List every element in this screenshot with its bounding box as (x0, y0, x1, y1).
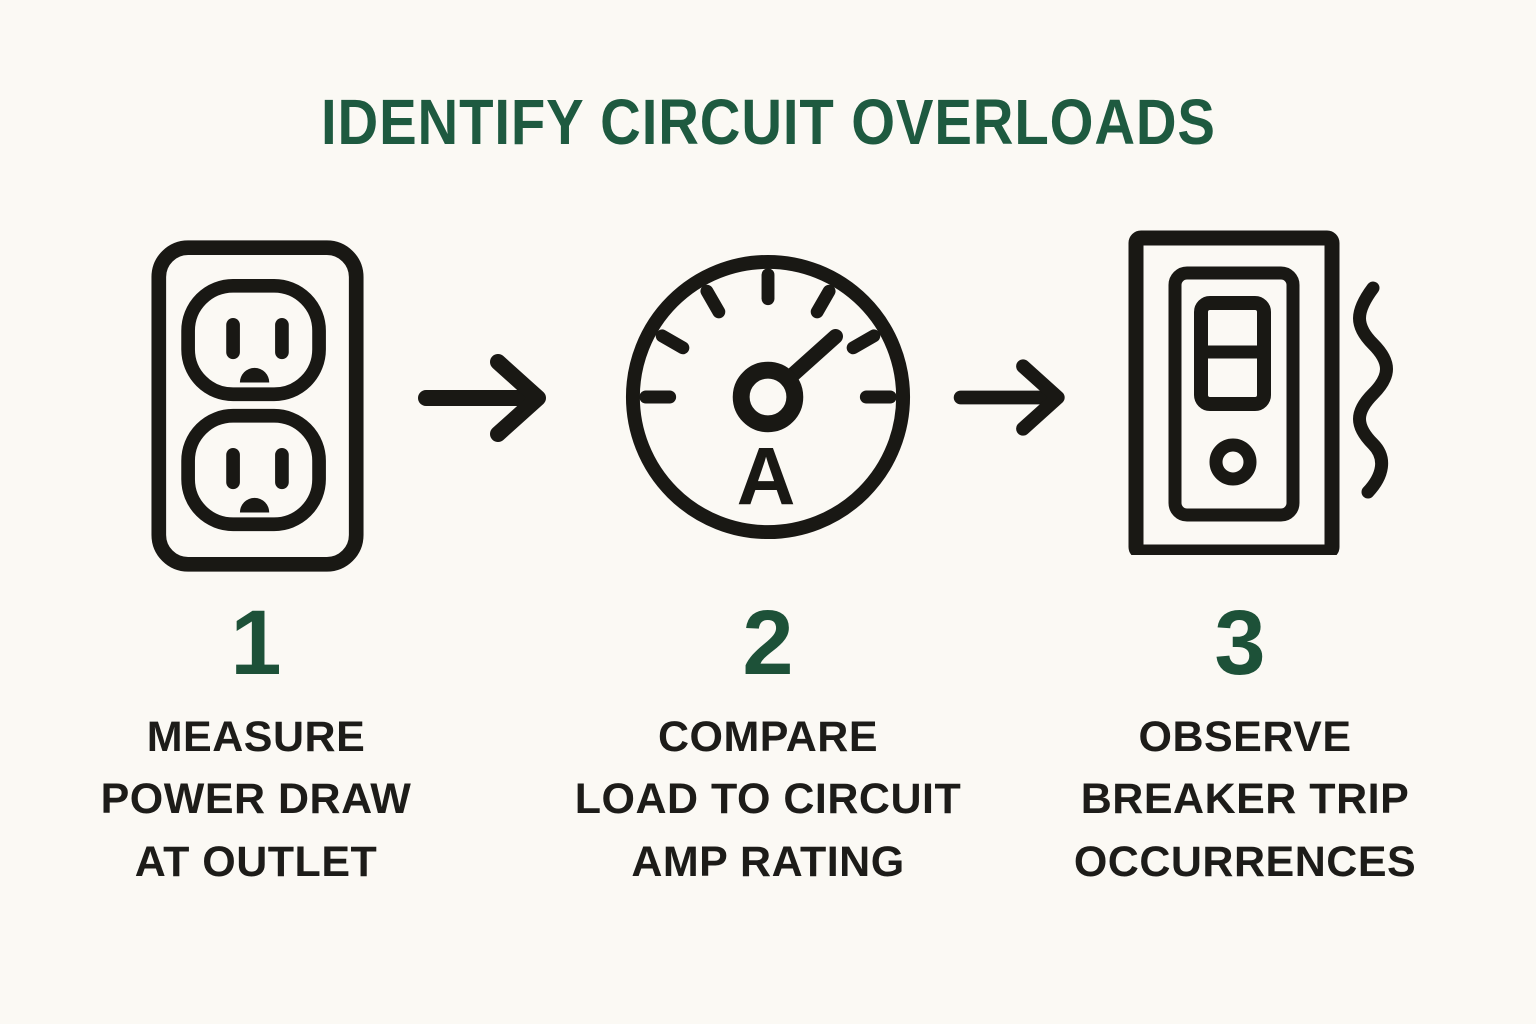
step-number-1: 1 (230, 592, 282, 694)
step-label-3: OBSERVE BREAKER TRIP OCCURRENCES (1005, 706, 1485, 893)
outlet-slot-icon (226, 318, 240, 360)
step-label-line: AT OUTLET (134, 837, 378, 886)
step-label-line: POWER DRAW (100, 775, 412, 824)
outlet-receptacle-top (181, 278, 326, 402)
step-label-line: MEASURE (146, 713, 366, 761)
right-arrow-icon (416, 348, 566, 448)
outlet-slot-icon (275, 448, 289, 490)
step-label-line: LOAD TO CIRCUIT (574, 775, 962, 824)
step-label-line: AMP RATING (631, 837, 905, 886)
page-title: IDENTIFY CIRCUIT OVERLOADS (0, 90, 1536, 154)
outlet-ground-hole-icon (239, 367, 270, 383)
outlet-ground-hole-icon (239, 497, 270, 513)
step-label-2: COMPARE LOAD TO CIRCUIT AMP RATING (528, 706, 1008, 893)
step-label-1: MEASURE POWER DRAW AT OUTLET (16, 706, 496, 893)
step-label-line: OCCURRENCES (1073, 837, 1417, 886)
ammeter-gauge-icon: A (619, 248, 917, 546)
right-arrow-icon (952, 354, 1082, 441)
step-number-3: 3 (1214, 592, 1266, 694)
gauge-dial (625, 254, 911, 540)
step-label-line: OBSERVE (1138, 713, 1352, 761)
step-label-line: COMPARE (657, 713, 879, 761)
step-number-2: 2 (742, 592, 794, 694)
gauge-hub (732, 361, 804, 433)
gauge-amp-letter: A (737, 431, 796, 522)
breaker-indicator-dot (1209, 438, 1257, 486)
outlet-slot-icon (226, 448, 240, 490)
gauge-ticks (639, 268, 897, 404)
outlet-slot-icon (275, 318, 289, 360)
breaker-toggle (1194, 296, 1271, 411)
breaker-panel-plate (1128, 230, 1340, 555)
outlet-plate (151, 240, 364, 572)
page-title-text: IDENTIFY CIRCUIT OVERLOADS (320, 86, 1216, 158)
breaker-inner-frame (1168, 266, 1300, 522)
step-label-line: BREAKER TRIP (1080, 775, 1410, 824)
power-outlet-icon (150, 237, 365, 575)
vibration-squiggle-icon (1353, 281, 1393, 499)
breaker-switch-icon (1127, 230, 1397, 555)
outlet-receptacle-bottom (181, 408, 326, 532)
